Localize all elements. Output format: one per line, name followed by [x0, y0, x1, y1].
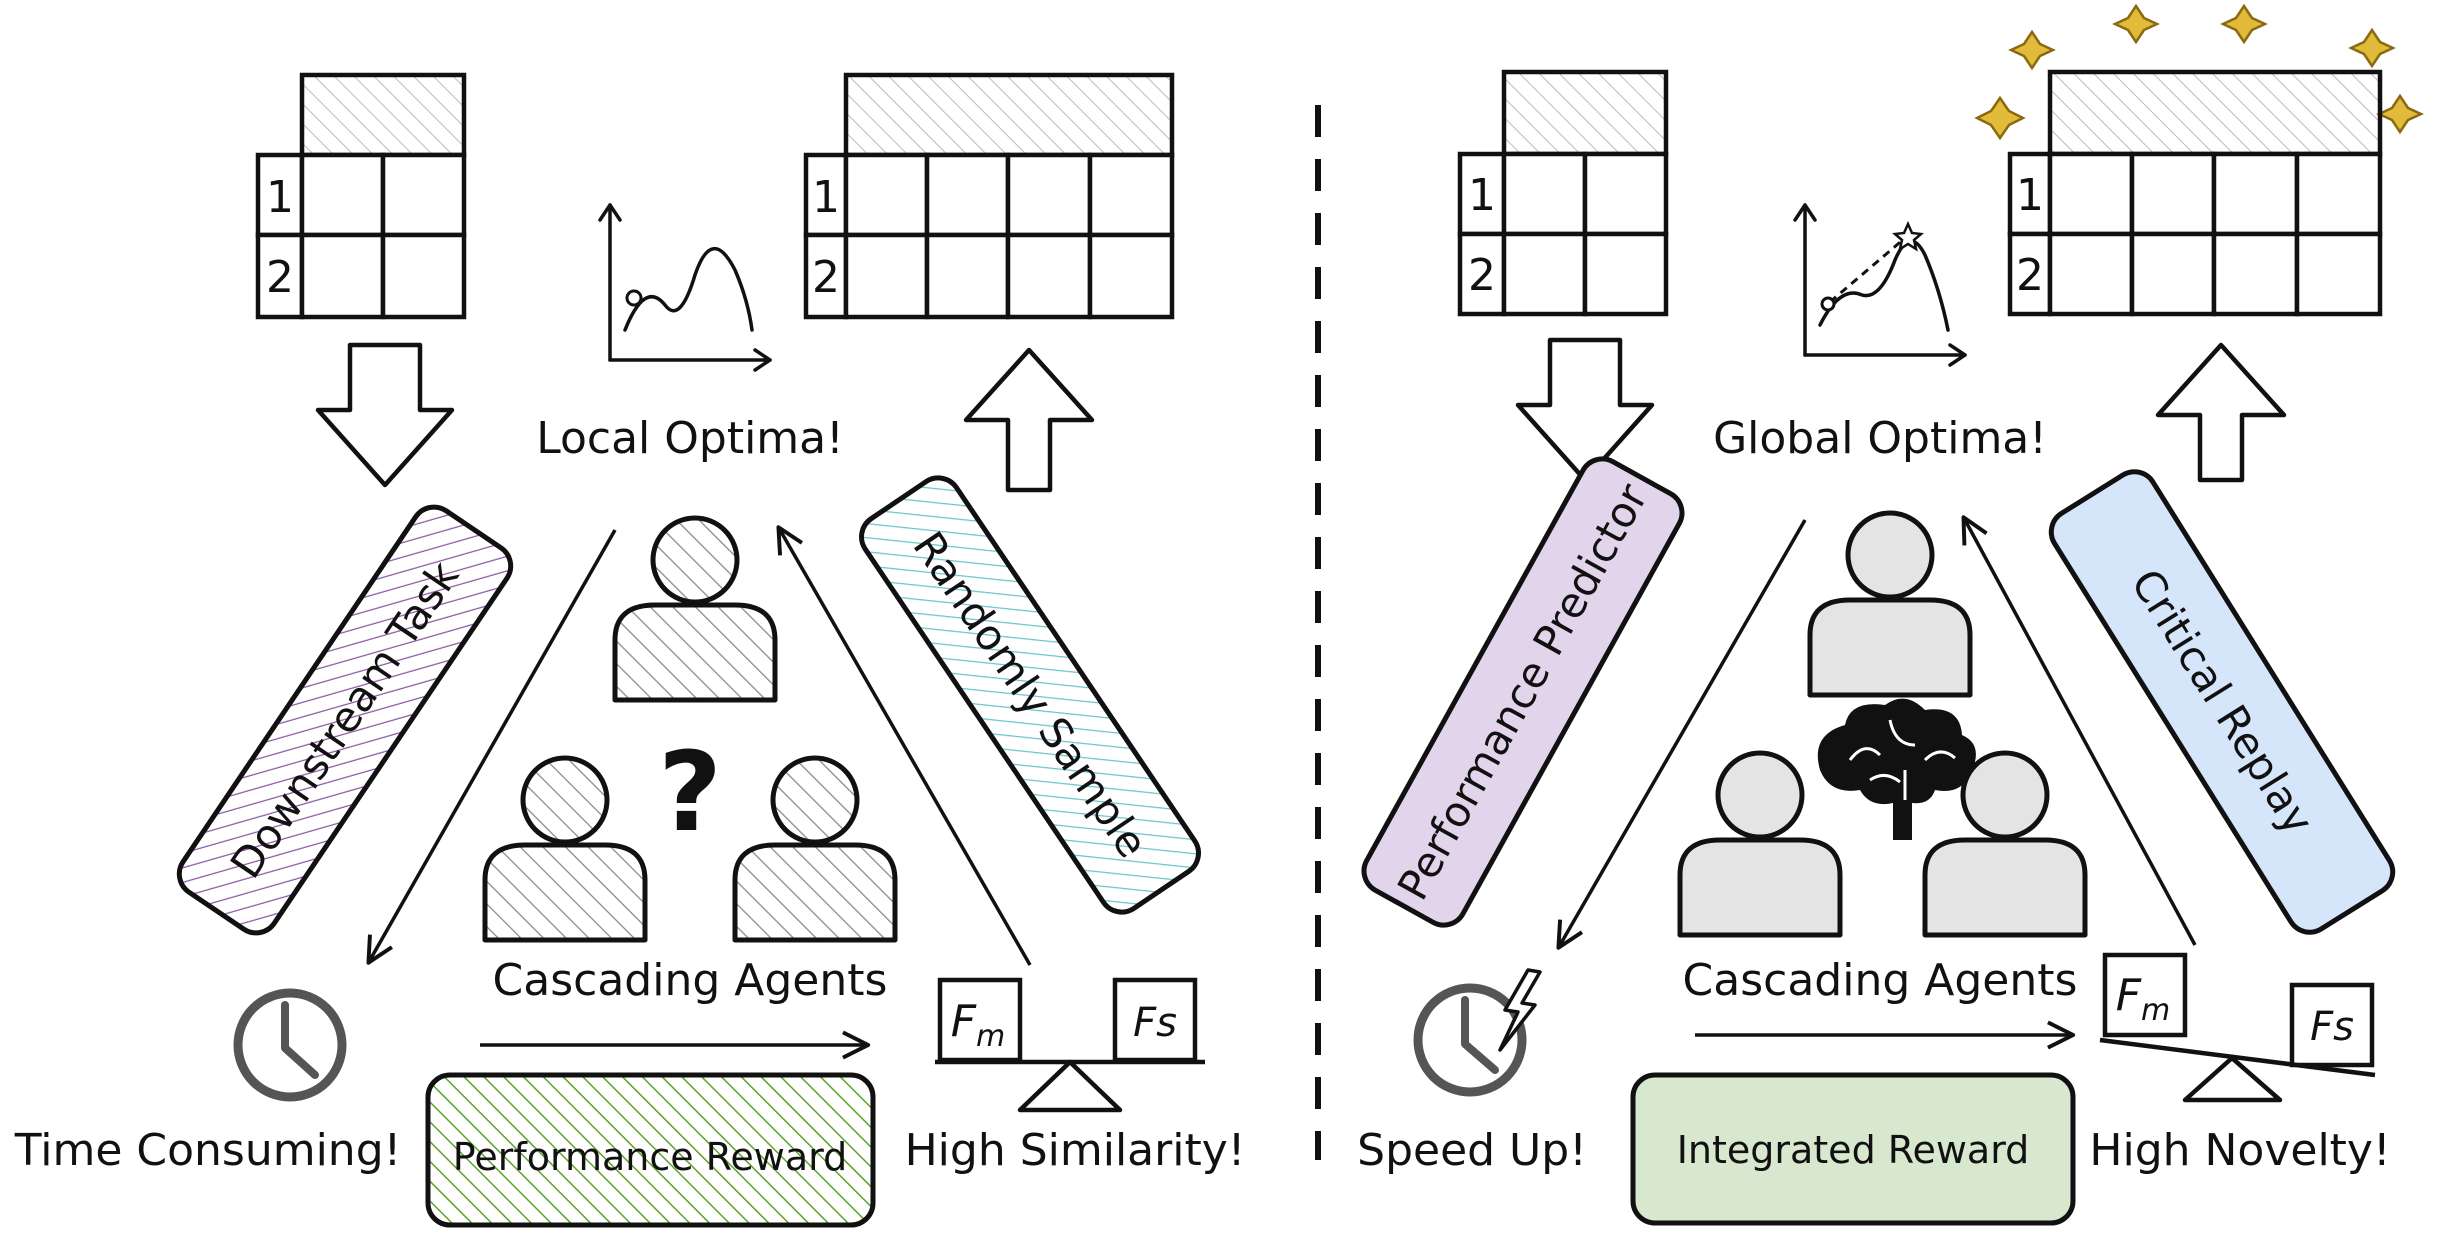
critical-replay-box: Critical Replay — [2048, 469, 2396, 935]
row-number-2: 2 — [1468, 250, 1496, 301]
person-icon — [485, 758, 645, 940]
question-mark: ? — [658, 728, 722, 856]
performance-predictor-box: Performance Predictor — [1361, 456, 1685, 928]
left-agents-label: Cascading Agents — [493, 955, 888, 1006]
integrated-reward-box: Integrated Reward — [1630, 1072, 2076, 1226]
row-number-1: 1 — [266, 172, 294, 223]
curve-chart-icon — [598, 203, 772, 372]
fm-label: Fm — [2116, 970, 2171, 1028]
right-bottom-label: High Novelty! — [2089, 1125, 2390, 1176]
integrated-reward-label: Integrated Reward — [1677, 1128, 2030, 1172]
row-number-2: 2 — [812, 252, 840, 303]
right-output-table: 1 2 — [2007, 69, 2383, 317]
left-bottom-label: Speed Up! — [1357, 1125, 1587, 1176]
performance-reward-box: Performance Reward — [425, 1072, 876, 1228]
fs-label: Fs — [2310, 1004, 2354, 1050]
balance-scale-icon: Fm Fs — [2099, 952, 2376, 1103]
fm-label: Fm — [951, 996, 1006, 1054]
brain-icon — [1817, 698, 1976, 840]
performance-reward-label: Performance Reward — [453, 1135, 847, 1179]
left-input-table: 1 2 — [255, 72, 467, 320]
row-number-1: 1 — [2016, 170, 2044, 221]
clock-icon — [1413, 983, 1527, 1097]
arrow-diagonal-down — [1556, 519, 1807, 950]
randomly-sample-box: Randomly Sample — [859, 475, 1201, 915]
person-icon — [1680, 753, 1840, 935]
row-number-1: 1 — [812, 172, 840, 223]
clock-icon — [233, 988, 347, 1102]
balance-scale-icon: Fm Fs — [935, 977, 1205, 1113]
right-panel: 1 2 1 2 — [1357, 3, 2424, 1226]
right-top-label: Global Optima! — [1713, 413, 2047, 464]
person-icon — [1810, 513, 1970, 695]
arrow-up-icon — [2155, 342, 2287, 483]
arrow-diagonal-down — [366, 529, 617, 965]
arrow-down-icon — [1515, 337, 1655, 483]
curve-chart-icon — [1793, 203, 1967, 367]
arrow-up-icon — [963, 347, 1095, 493]
left-output-table: 1 2 — [803, 72, 1175, 320]
row-number-2: 2 — [266, 252, 294, 303]
row-number-1: 1 — [1468, 170, 1496, 221]
lightning-icon — [1498, 968, 1542, 1052]
downstream-task-box: Downstream Task — [176, 504, 514, 936]
randomly-sample-label: Randomly Sample — [904, 523, 1158, 866]
right-bottom-label: High Similarity! — [905, 1125, 1246, 1176]
arrow-diagonal-up — [1961, 515, 2197, 946]
left-top-label: Local Optima! — [536, 413, 844, 464]
downstream-task-label: Downstream Task — [221, 552, 469, 887]
fs-label: Fs — [1133, 1000, 1177, 1046]
right-agents-label: Cascading Agents — [1683, 955, 2078, 1006]
person-icon — [735, 758, 895, 940]
left-panel: 1 2 1 2 — [14, 72, 1246, 1228]
left-bottom-label: Time Consuming! — [14, 1125, 402, 1176]
person-icon — [615, 518, 775, 700]
right-input-table: 1 2 — [1457, 69, 1669, 317]
arrow-down-icon — [315, 342, 455, 488]
row-number-2: 2 — [2016, 250, 2044, 301]
sparkle-icon — [1974, 3, 2424, 141]
arrow-diagonal-up — [776, 525, 1032, 966]
